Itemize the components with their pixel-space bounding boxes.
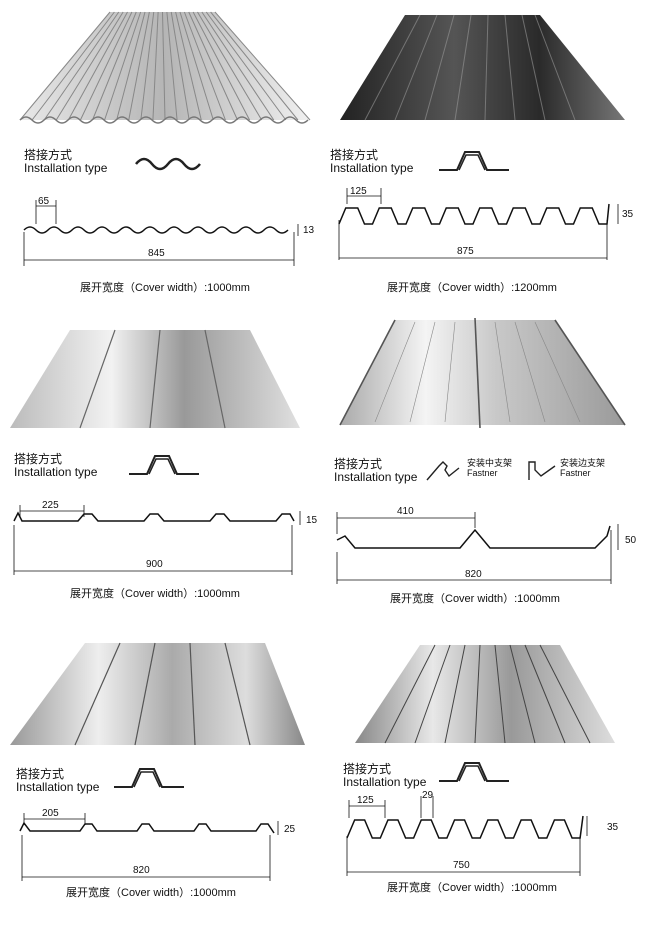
dim-pitch: 125 xyxy=(350,186,367,197)
sheet-image-deep xyxy=(355,644,615,744)
cover-cn: 展开宽度 xyxy=(390,593,434,605)
cover-en: （Cover width） xyxy=(434,593,515,605)
dim-height: 15 xyxy=(306,515,318,526)
cover-cn: 展开宽度 xyxy=(387,882,431,894)
dim-width: 900 xyxy=(146,559,163,570)
profile-drawing: 410 820 50 xyxy=(336,506,637,584)
cover-value: :1000mm xyxy=(190,887,236,899)
cover-width-caption: 展开宽度（Cover width）:1000mm xyxy=(70,585,240,601)
cover-en: （Cover width） xyxy=(431,282,512,294)
label-cn: 搭接方式 xyxy=(334,457,383,471)
panel-trapezoid-deep: 搭接方式 Installation type 125 29 750 35 展开宽… xyxy=(325,625,650,925)
cover-cn: 展开宽度 xyxy=(387,282,431,294)
dim-pitch-2: 29 xyxy=(422,790,434,801)
cover-value: :1000mm xyxy=(194,588,240,600)
dim-height: 35 xyxy=(607,822,619,833)
installation-type-label: 搭接方式 Installation type xyxy=(343,763,426,789)
dim-height: 13 xyxy=(303,225,315,236)
cover-width-caption: 展开宽度（Cover width）:1000mm xyxy=(387,879,557,895)
cover-width-caption: 展开宽度（Cover width）:1000mm xyxy=(66,884,236,900)
panel-corrugated: 搭接方式 Installation type 65 845 13 展开宽度（Co… xyxy=(0,0,325,300)
label-cn: 搭接方式 xyxy=(24,148,73,162)
dim-width: 820 xyxy=(133,865,150,876)
edge-fastener-label: 安装边支架 Fastner xyxy=(560,458,605,478)
label-en: Installation type xyxy=(16,780,100,794)
panel-standing-seam: 搭接方式 Installation type 安装中支架 Fastner 安装边… xyxy=(325,310,650,610)
dim-height: 35 xyxy=(622,209,634,220)
cover-en: （Cover width） xyxy=(124,282,205,294)
cover-cn: 展开宽度 xyxy=(70,588,114,600)
panel-trapezoid-wide: 搭接方式 Installation type 225 900 15 展开宽度（C… xyxy=(0,310,325,610)
profile-drawing: 225 900 15 xyxy=(13,500,318,575)
fastener-mid-cn: 安装中支架 xyxy=(467,458,513,468)
installation-trapezoid-icon xyxy=(439,151,509,171)
cover-cn: 展开宽度 xyxy=(66,887,110,899)
label-cn: 搭接方式 xyxy=(16,767,65,781)
dim-width: 875 xyxy=(457,246,474,257)
installation-type-label: 搭接方式 Installation type xyxy=(14,453,97,479)
cover-en: （Cover width） xyxy=(114,588,195,600)
fastener-edge-en: Fastner xyxy=(560,468,591,478)
label-cn: 搭接方式 xyxy=(330,148,379,162)
cover-en: （Cover width） xyxy=(110,887,191,899)
middle-fastener-label: 安装中支架 Fastner xyxy=(467,458,512,478)
cover-en: （Cover width） xyxy=(431,882,512,894)
cover-value: :1000mm xyxy=(204,282,250,294)
label-cn: 搭接方式 xyxy=(343,762,392,776)
cover-width-caption: 展开宽度（Cover width）:1000mm xyxy=(390,590,560,606)
cover-cn: 展开宽度 xyxy=(80,282,124,294)
cover-width-caption: 展开宽度（Cover width）:1200mm xyxy=(387,279,557,295)
fastener-mid-en: Fastner xyxy=(467,468,498,478)
profile-drawing: 65 845 13 xyxy=(23,196,315,266)
label-en: Installation type xyxy=(343,775,427,789)
cover-value: :1000mm xyxy=(511,882,557,894)
installation-wave-icon xyxy=(135,157,201,171)
profile-drawing: 125 29 750 35 xyxy=(346,790,619,876)
dim-height: 50 xyxy=(625,535,637,546)
label-en: Installation type xyxy=(14,465,98,479)
cover-value: :1000mm xyxy=(514,593,560,605)
installation-trapezoid-icon xyxy=(129,455,199,475)
dim-pitch: 410 xyxy=(397,506,414,517)
installation-type-label: 搭接方式 Installation type xyxy=(16,768,99,794)
installation-type-label: 搭接方式 Installation type xyxy=(24,149,107,175)
label-en: Installation type xyxy=(24,161,108,175)
dim-pitch: 125 xyxy=(357,795,374,806)
label-en: Installation type xyxy=(334,470,418,484)
installation-trapezoid-icon xyxy=(439,762,509,782)
sheet-image-five-rib xyxy=(10,642,305,746)
dim-pitch: 205 xyxy=(42,808,59,819)
dim-pitch: 65 xyxy=(38,196,50,207)
dim-width: 845 xyxy=(148,248,165,259)
dim-height: 25 xyxy=(284,824,296,835)
cover-width-caption: 展开宽度（Cover width）:1000mm xyxy=(80,279,250,295)
panel-trapezoid-dark: 搭接方式 Installation type 125 875 35 展开宽度（C… xyxy=(325,0,650,300)
installation-type-label: 搭接方式 Installation type xyxy=(334,458,417,484)
installation-trapezoid-icon xyxy=(114,768,184,788)
dim-pitch: 225 xyxy=(42,500,59,511)
profile-drawing: 125 875 35 xyxy=(338,186,634,260)
dim-width: 750 xyxy=(453,860,470,871)
label-cn: 搭接方式 xyxy=(14,452,63,466)
sheet-image-dark xyxy=(340,14,625,121)
fastener-edge-cn: 安装边支架 xyxy=(560,458,606,468)
sheet-image-corrugated xyxy=(19,11,311,124)
cover-value: :1200mm xyxy=(511,282,557,294)
sheet-image-wide xyxy=(10,329,300,429)
installation-type-label: 搭接方式 Installation type xyxy=(330,149,413,175)
panel-trapezoid-five-rib: 搭接方式 Installation type 205 820 25 展开宽度（C… xyxy=(0,625,325,925)
dim-width: 820 xyxy=(465,569,482,580)
label-en: Installation type xyxy=(330,161,414,175)
middle-fastener-icon xyxy=(426,461,460,481)
profile-drawing: 205 820 25 xyxy=(19,808,296,881)
edge-fastener-icon xyxy=(528,461,556,480)
sheet-image-standing-seam xyxy=(339,317,626,429)
